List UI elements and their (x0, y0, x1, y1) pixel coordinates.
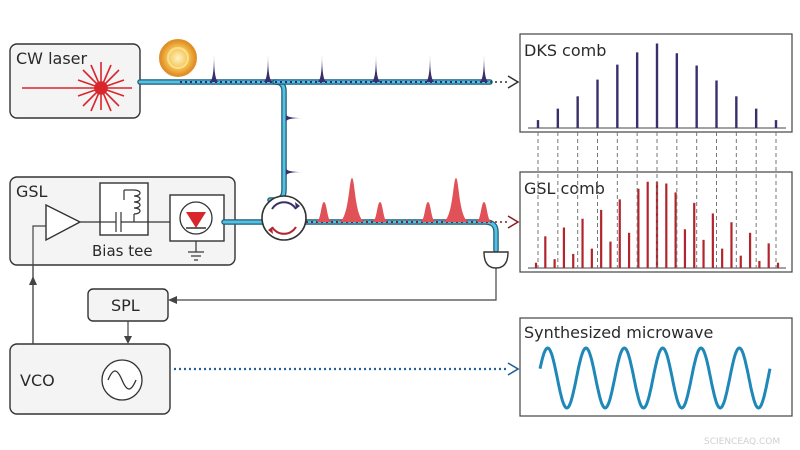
microwave-panel: Synthesized microwave (519, 317, 793, 417)
ground-icon (188, 241, 204, 261)
gsl-label: GSL (16, 182, 48, 201)
cw-laser-label: CW laser (16, 49, 88, 68)
dks-pulse (209, 54, 219, 82)
gsl-comb-panel: GSL comb (519, 171, 793, 273)
arrow-left-icon (168, 296, 177, 304)
circulator-icon (261, 195, 307, 241)
vco-label: VCO (20, 371, 55, 390)
bias-tee-circuit-icon (100, 189, 148, 232)
arrow-right-icon (507, 215, 520, 229)
dks-pulse (263, 54, 273, 82)
microwave-panel-title: Synthesized microwave (524, 323, 713, 342)
spl-label: SPL (111, 296, 140, 315)
gsl-pulse (442, 178, 470, 222)
arrow-up-icon (29, 276, 37, 285)
vco-block: VCO (9, 343, 171, 415)
gsl-pulse (420, 202, 436, 222)
arrow-down-icon (124, 336, 132, 344)
dks-soliton-pulses (209, 54, 489, 176)
microresonator-ring-icon (159, 39, 197, 77)
gsl-pulse (372, 202, 388, 222)
amplifier-icon (45, 203, 82, 242)
electrical-wires (32, 225, 497, 344)
dks-pulse (286, 114, 302, 122)
gsl-pulse (316, 202, 332, 222)
dks-pulse (286, 168, 302, 176)
photodetector-icon (483, 251, 509, 269)
microwave-waveform (538, 346, 772, 410)
dks-comb-panel: DKS comb (519, 33, 793, 133)
watermark: SCIENCEAQ.COM (704, 437, 780, 447)
spl-block: SPL (87, 288, 169, 322)
dks-pulse (371, 54, 381, 82)
dks-panel-title: DKS comb (524, 41, 606, 60)
bias-tee-label: Bias tee (92, 242, 153, 260)
cw-laser-block: CW laser (9, 43, 141, 119)
dks-pulse (479, 54, 489, 82)
gsl-pulse (476, 202, 492, 222)
arrow-right-icon (507, 362, 520, 376)
gsl-pulses (316, 178, 492, 222)
mode-alignment-guides (537, 132, 777, 268)
arrow-right-icon (507, 75, 520, 89)
gsl-block: GSL Bias tee (9, 176, 236, 266)
dks-pulse (317, 54, 327, 82)
laser-burst-icon (22, 62, 132, 112)
gsl-panel-title: GSL comb (524, 179, 605, 198)
gsl-pulse (338, 178, 366, 222)
dks-pulse (425, 54, 435, 82)
